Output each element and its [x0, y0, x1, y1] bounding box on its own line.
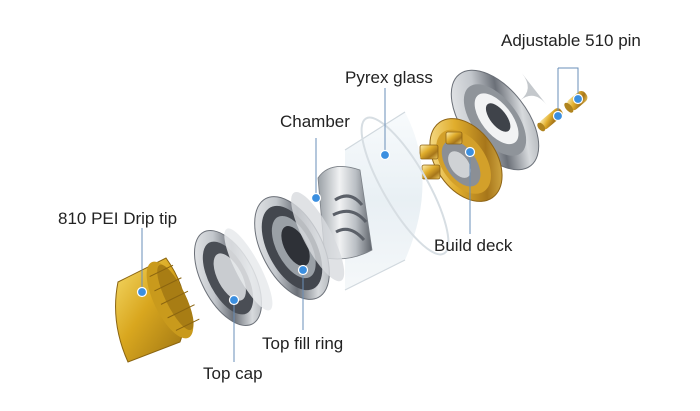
- top-cap-part: [193, 228, 273, 327]
- label-top-cap: Top cap: [203, 364, 263, 383]
- callout-dot-pyrex-glass: [379, 149, 391, 161]
- callout-dot-top-cap: [228, 294, 240, 306]
- label-build-deck: Build deck: [434, 236, 513, 255]
- callout-line-510-pin: [557, 67, 579, 113]
- callout-dot-build-deck: [464, 146, 476, 158]
- drip-tip-part: [115, 257, 200, 363]
- callout-dot-drip-tip: [136, 286, 148, 298]
- label-pyrex-glass: Pyrex glass: [345, 68, 433, 87]
- callout-dot-510-pin-a: [552, 110, 564, 122]
- label-chamber: Chamber: [280, 112, 350, 131]
- base-part: [450, 69, 547, 171]
- callouts: [141, 67, 579, 362]
- label-top-fill-ring: Top fill ring: [262, 334, 344, 353]
- callout-dots: [136, 93, 584, 306]
- callout-dot-510-pin-b: [572, 93, 584, 105]
- callout-dot-chamber: [310, 192, 322, 204]
- label-adjustable-510-pin: Adjustable 510 pin: [501, 31, 641, 50]
- label-drip-tip: 810 PEI Drip tip: [58, 209, 178, 228]
- top-fill-ring-part: [254, 191, 345, 300]
- callout-dot-top-fill-ring: [297, 264, 309, 276]
